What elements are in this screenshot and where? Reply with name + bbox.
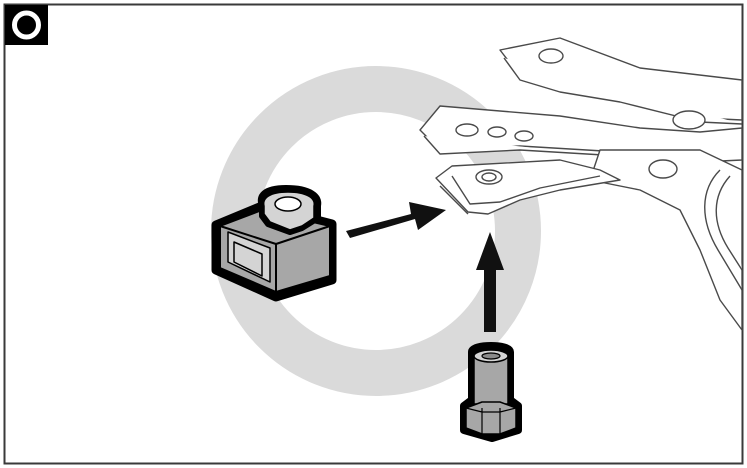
mounting-bracket-icon	[419, 37, 743, 331]
insert-bolt-arrow	[476, 232, 504, 332]
insert-nut-arrow	[346, 202, 446, 238]
step-marker-icon	[5, 5, 48, 45]
clip-nut-icon	[211, 185, 337, 302]
hex-bolt-icon	[460, 342, 522, 442]
